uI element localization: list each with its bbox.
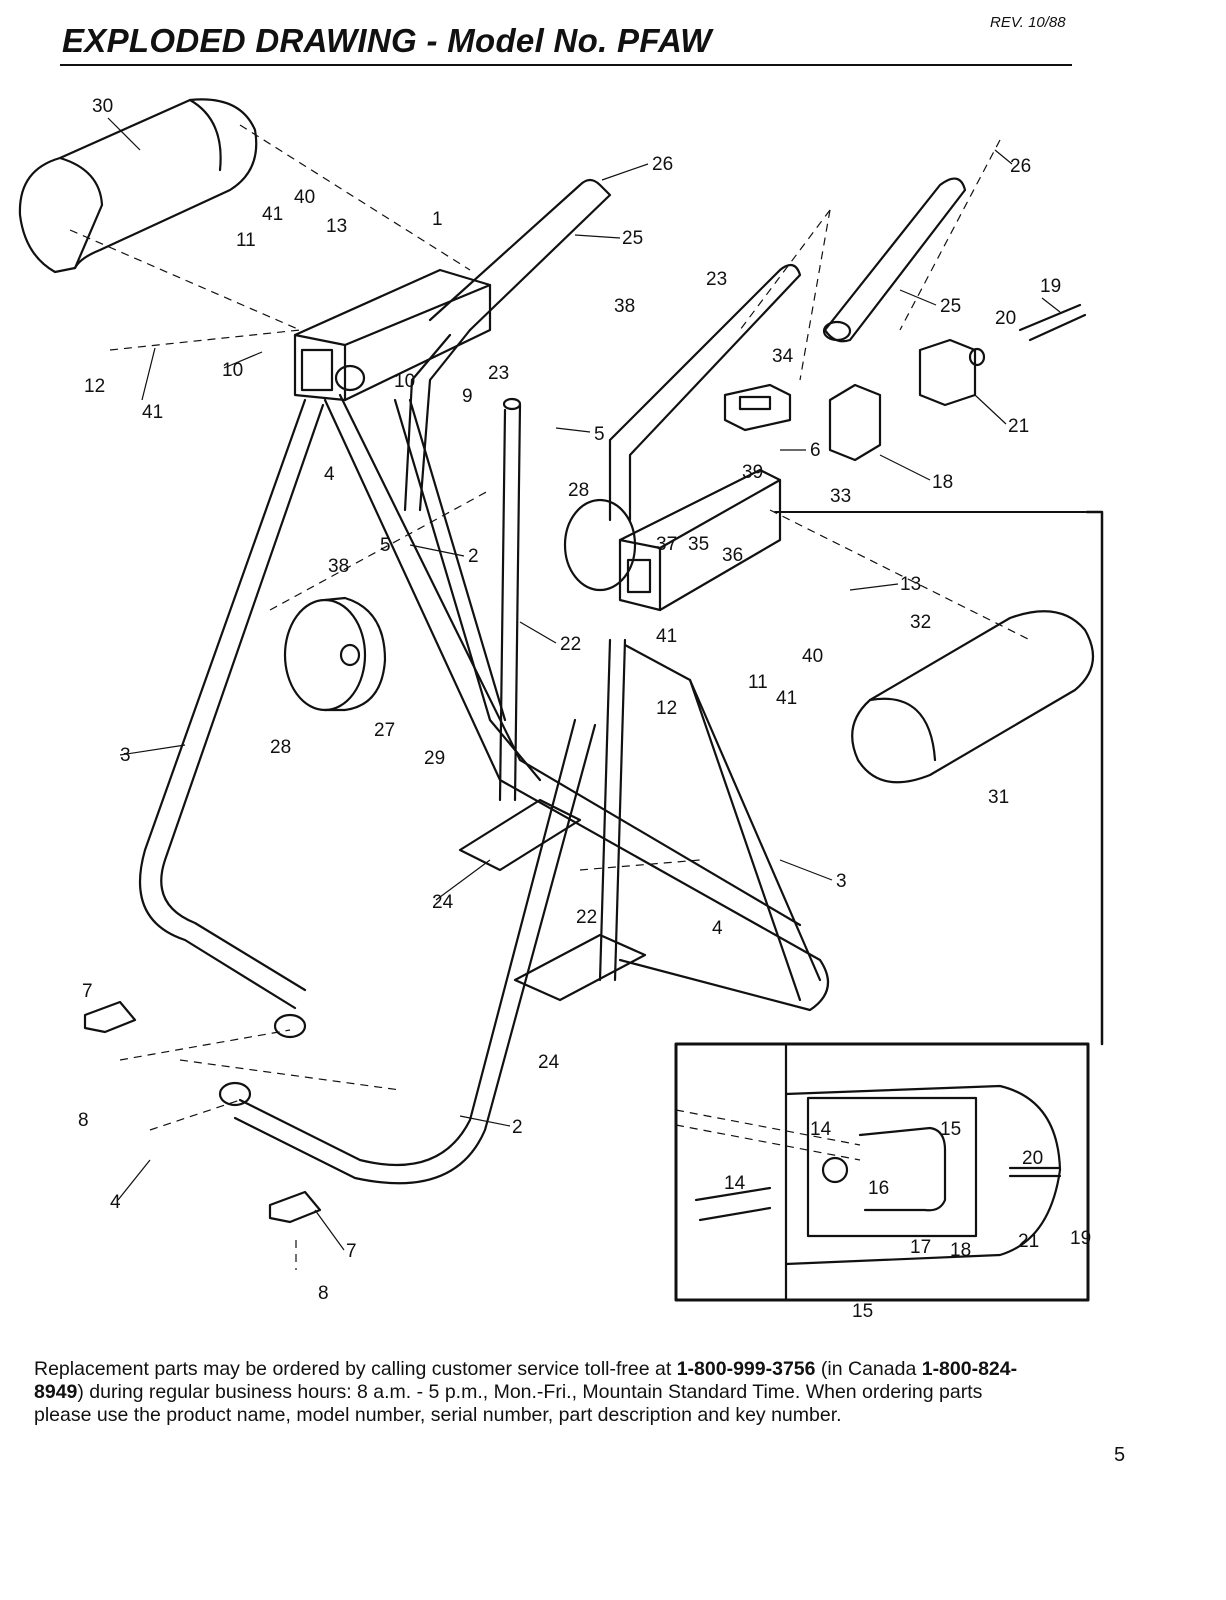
callout-2-top: 2 — [468, 546, 479, 567]
callout-11: 11 — [236, 230, 256, 251]
callout-28-top: 28 — [568, 480, 589, 501]
callout-24-bottom: 24 — [538, 1052, 560, 1073]
callout-33: 33 — [830, 486, 851, 507]
callout-11-right: 11 — [748, 672, 768, 693]
callout-7-bottom: 7 — [346, 1241, 357, 1262]
callout-36: 36 — [722, 545, 743, 566]
callout-28-bottom: 28 — [270, 737, 291, 758]
callout-10-mid: 10 — [394, 371, 415, 392]
revision-label: REV. 10/88 — [990, 14, 1066, 31]
footer-text-2: (in Canada — [815, 1358, 922, 1380]
part-3-frame — [138, 393, 830, 1012]
callout-25-right: 25 — [940, 296, 961, 317]
part-31-right-cover — [851, 610, 1095, 784]
callout-23-top: 23 — [706, 269, 727, 290]
part-23-25-handles — [403, 177, 967, 522]
callout-26-right: 26 — [1010, 156, 1031, 177]
callout-5-left: 5 — [380, 535, 391, 556]
footer-text-3: ) during regular business hours: 8 a.m. … — [34, 1381, 983, 1426]
callout-31: 31 — [988, 787, 1009, 808]
callout-5-right: 5 — [594, 424, 605, 445]
callout-38-top: 38 — [614, 296, 635, 317]
callout-16-inset: 16 — [868, 1178, 889, 1199]
part-24-pedals — [458, 798, 647, 1002]
page-title: EXPLODED DRAWING - Model No. PFAW — [62, 22, 712, 59]
callout-4-bottom: 4 — [110, 1192, 121, 1213]
callout-18: 18 — [932, 472, 953, 493]
ordering-info-paragraph: Replacement parts may be ordered by call… — [34, 1358, 1034, 1427]
callout-39: 39 — [742, 462, 763, 483]
callout-8-left: 8 — [78, 1110, 89, 1131]
callout-14-inset-top: 14 — [810, 1119, 832, 1140]
callout-8-bottom: 8 — [318, 1283, 329, 1304]
callout-10-left: 10 — [222, 360, 243, 381]
callout-32: 32 — [910, 612, 931, 633]
callout-21-inset: 21 — [1018, 1231, 1039, 1252]
callout-9: 9 — [462, 386, 473, 407]
page-number: 5 — [1114, 1444, 1126, 1466]
phone-us: 1-800-999-3756 — [676, 1358, 816, 1380]
callout-2-bottom: 2 — [512, 1117, 523, 1138]
callout-3-left: 3 — [120, 745, 131, 766]
callout-23-mid: 23 — [488, 363, 509, 384]
callout-22-bottom: 22 — [576, 907, 597, 928]
callout-18-inset: 18 — [950, 1240, 971, 1261]
callout-27: 27 — [374, 720, 395, 741]
callout-17-inset: 17 — [910, 1237, 931, 1258]
callout-12-left: 12 — [84, 376, 105, 397]
part-7-foot-left — [83, 1000, 137, 1034]
callout-30: 30 — [92, 96, 113, 117]
callout-4-top: 4 — [324, 464, 335, 485]
title-underline — [60, 64, 1072, 66]
callout-20-inset: 20 — [1022, 1148, 1043, 1169]
right-detail-frame — [1085, 510, 1104, 1046]
callout-25-left: 25 — [622, 228, 643, 249]
part-7-foot-bottom — [268, 1190, 322, 1224]
part-30-left-cover — [18, 98, 258, 274]
callout-3-right: 3 — [836, 871, 847, 892]
callout-35: 35 — [688, 534, 709, 555]
callout-19-inset: 19 — [1070, 1228, 1091, 1249]
callout-40: 40 — [294, 187, 315, 208]
callout-34: 34 — [772, 346, 794, 367]
callout-41: 41 — [262, 204, 283, 225]
detail-inset — [674, 1042, 1090, 1302]
callout-38-left: 38 — [328, 556, 349, 577]
callout-22: 22 — [560, 634, 581, 655]
phone-canada: 1-800-824-8949 — [34, 1358, 1018, 1403]
callout-26-left: 26 — [652, 154, 673, 175]
callout-41-left: 41 — [142, 402, 163, 423]
footer-text-1: Replacement parts may be ordered by call… — [34, 1358, 677, 1380]
callout-1: 1 — [432, 209, 443, 230]
callout-29: 29 — [424, 748, 445, 769]
callout-13: 13 — [326, 216, 347, 237]
part-28-flywheel — [283, 596, 387, 712]
callout-15-inset-bottom: 15 — [852, 1301, 873, 1322]
callout-13-right: 13 — [900, 574, 921, 595]
callout-15-inset-top: 15 — [940, 1119, 961, 1140]
callout-37: 37 — [656, 534, 677, 555]
callout-41-right-top: 41 — [656, 626, 677, 647]
callout-24-top: 24 — [432, 892, 454, 913]
part-22-uprights — [498, 397, 627, 982]
callout-21: 21 — [1008, 416, 1029, 437]
part-2-frame — [218, 398, 597, 1185]
callout-7-left: 7 — [82, 981, 93, 1002]
callout-6: 6 — [810, 440, 821, 461]
callout-19: 19 — [1040, 276, 1061, 297]
callout-4-right: 4 — [712, 918, 723, 939]
part-28-right-housing — [563, 468, 782, 612]
part-1-housing — [293, 268, 492, 402]
part-34-monitor — [723, 383, 792, 432]
callout-12-right: 12 — [656, 698, 677, 719]
callout-40-right: 40 — [802, 646, 823, 667]
callout-41-right: 41 — [776, 688, 797, 709]
callout-14-inset: 14 — [724, 1173, 746, 1194]
callout-20: 20 — [995, 308, 1016, 329]
